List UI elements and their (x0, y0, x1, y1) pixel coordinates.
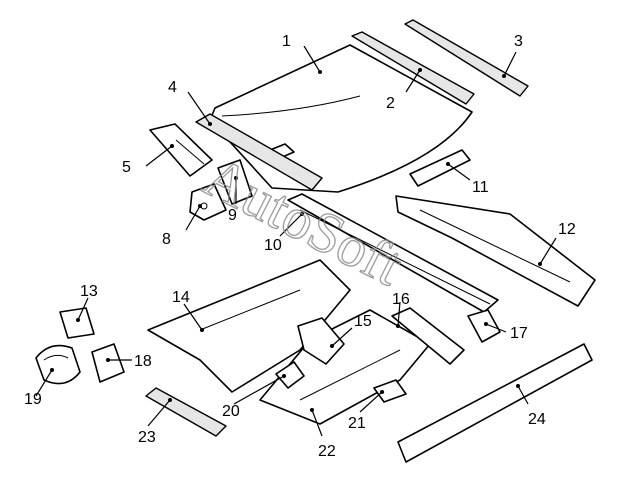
svg-text:19: 19 (24, 391, 42, 408)
svg-text:1: 1 (282, 33, 291, 50)
callout-14: 17 (484, 322, 528, 342)
part-small-rail (145, 387, 227, 437)
callout-21: 11 (446, 162, 489, 196)
svg-text:18: 18 (134, 353, 152, 370)
part-jack-point (275, 361, 305, 389)
svg-text:16: 16 (392, 291, 410, 308)
svg-text:5: 5 (122, 159, 131, 176)
svg-text:23: 23 (138, 429, 156, 446)
part-front-floor-pan (147, 259, 351, 393)
callout-12: 10 (264, 212, 304, 254)
callout-22: 2 (386, 68, 422, 112)
part-rear-cross-panel (395, 195, 596, 307)
part-tunnel-bracket (297, 317, 345, 365)
part-seat-cross-member (391, 307, 465, 365)
part-a-pillar-bracket (149, 123, 213, 177)
svg-text:9: 9 (228, 207, 237, 224)
part-cross-member (287, 193, 499, 313)
svg-text:3: 3 (514, 33, 523, 50)
svg-text:11: 11 (472, 179, 489, 196)
callout-17: 5 (122, 144, 174, 176)
svg-text:10: 10 (264, 237, 282, 254)
callout-11: 21 (348, 390, 384, 432)
callout-15: 24 (516, 384, 546, 428)
callout-20: 1 (282, 33, 322, 74)
callout-4: 23 (138, 398, 172, 446)
callout-5: 14 (172, 289, 204, 332)
callout-1: 19 (24, 368, 54, 408)
part-small-bracket (409, 149, 471, 187)
svg-text:17: 17 (510, 325, 528, 342)
part-drip-strip (404, 19, 529, 97)
part-roof-rail-right (351, 31, 475, 105)
callout-8: 20 (222, 374, 286, 420)
callout-9: 15 (330, 313, 372, 348)
svg-text:4: 4 (168, 79, 177, 96)
part-small-mount (373, 379, 407, 403)
svg-text:20: 20 (222, 403, 240, 420)
part-sill (397, 343, 593, 463)
part-side-bracket (91, 343, 125, 383)
callout-19: 4 (168, 79, 212, 126)
callout-24: 9 (228, 176, 238, 224)
part-upper-bracket (59, 307, 95, 339)
svg-text:14: 14 (172, 289, 190, 306)
svg-text:12: 12 (558, 221, 576, 238)
callout-16: 12 (538, 221, 576, 266)
callout-23: 3 (502, 33, 523, 78)
svg-text:24: 24 (528, 411, 546, 428)
svg-text:15: 15 (354, 313, 372, 330)
svg-text:2: 2 (386, 95, 395, 112)
callout-2: 13 (76, 283, 98, 322)
callout-13: 16 (392, 291, 410, 328)
svg-text:8: 8 (162, 231, 171, 248)
callout-10: 22 (310, 408, 336, 460)
part-brace (217, 159, 253, 205)
part-lower-mount (35, 344, 81, 385)
part-rear-bracket (467, 309, 501, 343)
callout-18: 8 (162, 204, 202, 248)
svg-text:21: 21 (348, 415, 366, 432)
svg-text:22: 22 (318, 443, 336, 460)
callout-3: 18 (106, 353, 152, 370)
svg-text:13: 13 (80, 283, 98, 300)
